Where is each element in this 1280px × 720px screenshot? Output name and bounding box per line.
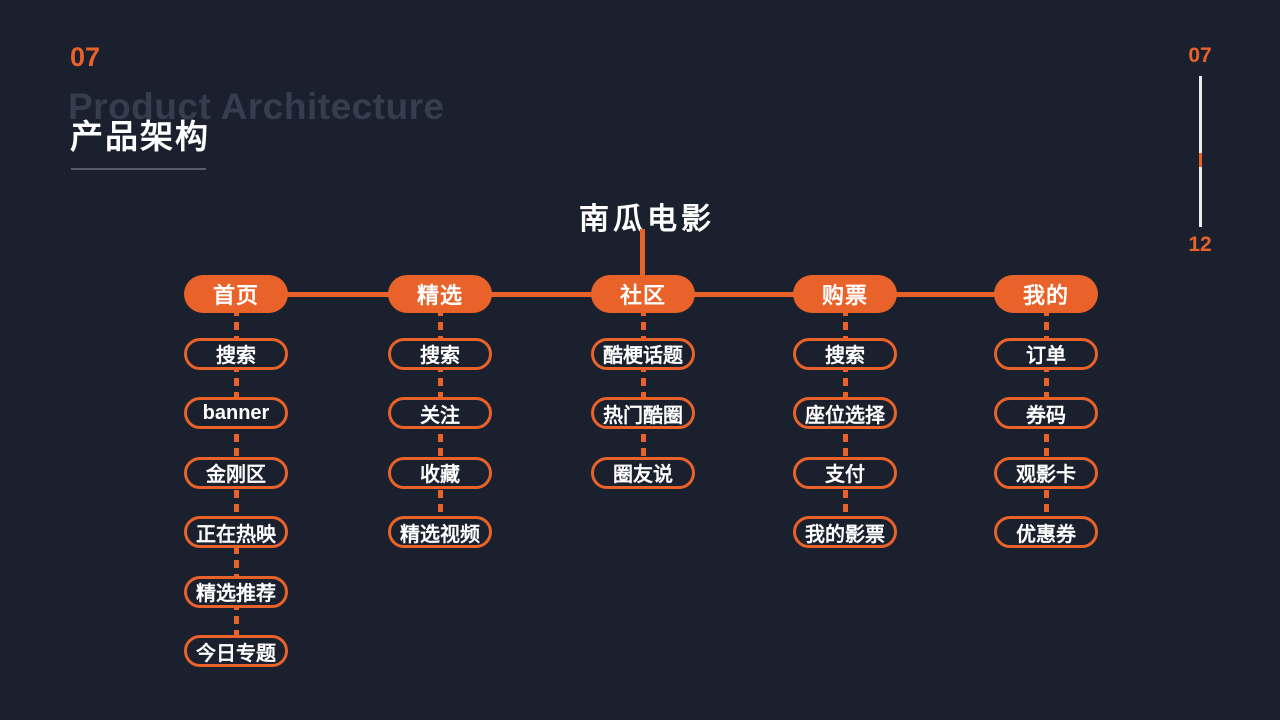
branch-node: 我的 <box>994 275 1098 313</box>
feature-node: banner <box>184 397 288 429</box>
branch-column: 购票搜索座位选择支付我的影票 <box>793 275 897 576</box>
feature-node: 精选视频 <box>388 516 492 548</box>
feature-node: 搜索 <box>388 337 492 370</box>
feature-node: 正在热映 <box>184 516 288 548</box>
feature-node: 搜索 <box>184 337 288 370</box>
branch-column: 社区酷梗话题热门酷圈圈友说 <box>591 275 695 516</box>
branch-column: 我的订单券码观影卡优惠券 <box>994 275 1098 576</box>
feature-node: 优惠券 <box>994 516 1098 548</box>
feature-node: 酷梗话题 <box>591 337 695 370</box>
feature-node: 精选推荐 <box>184 575 288 608</box>
feature-node: 关注 <box>388 397 492 429</box>
feature-node: 热门酷圈 <box>591 397 695 429</box>
page-indicator: 07 12 <box>1180 44 1220 257</box>
title-underline <box>71 168 206 170</box>
branch-node: 购票 <box>793 275 897 313</box>
feature-node: 支付 <box>793 456 897 489</box>
branch-column: 首页搜索 banner 金刚区正在热映精选推荐今日专题 <box>184 275 288 695</box>
feature-node: 订单 <box>994 337 1098 370</box>
branch-node: 首页 <box>184 275 288 313</box>
branch-dashed-connector <box>640 294 646 473</box>
branch-node: 精选 <box>388 275 492 313</box>
section-number: 07 <box>70 42 101 72</box>
feature-node: 收藏 <box>388 456 492 489</box>
feature-node: 今日专题 <box>184 635 288 667</box>
total-page-number: 12 <box>1188 233 1212 256</box>
page-title: 产品架构 <box>70 118 210 155</box>
feature-node: 圈友说 <box>591 456 695 489</box>
feature-node: 搜索 <box>793 337 897 370</box>
branch-column: 精选搜索关注收藏精选视频 <box>388 275 492 576</box>
feature-node: 金刚区 <box>184 456 288 489</box>
root-connector-line <box>640 229 645 277</box>
progress-line <box>1198 76 1202 227</box>
tree-root-title: 南瓜电影 <box>579 203 715 236</box>
watermark-title: Product Architecture <box>68 86 445 127</box>
branch-node: 社区 <box>591 275 695 313</box>
feature-node: 我的影票 <box>793 516 897 548</box>
current-page-number: 07 <box>1188 44 1212 67</box>
feature-node: 券码 <box>994 397 1098 429</box>
feature-node: 观影卡 <box>994 456 1098 489</box>
feature-node: 座位选择 <box>793 397 897 429</box>
progress-marker <box>1198 153 1202 167</box>
